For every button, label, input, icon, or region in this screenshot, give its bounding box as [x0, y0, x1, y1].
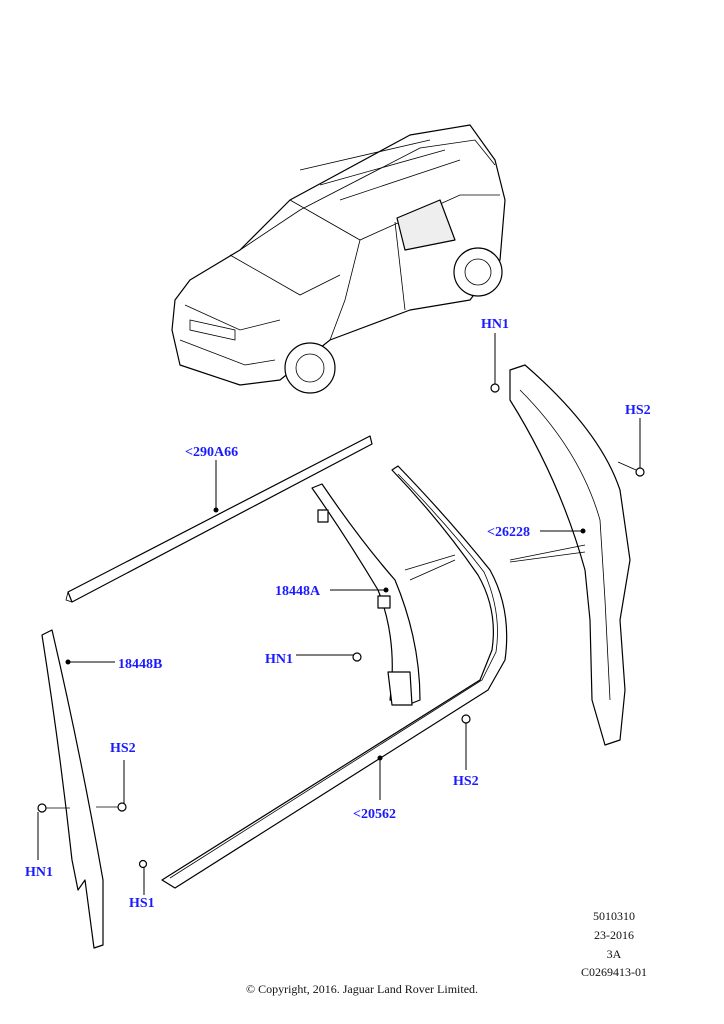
- callout-18448a: 18448A: [275, 584, 321, 599]
- copyright-notice: © Copyright, 2016. Jaguar Land Rover Lim…: [245, 982, 479, 996]
- illustration-id: C0269413-01: [581, 965, 647, 979]
- fasteners: [138, 652, 471, 895]
- callout-hs2-bottom: HS2: [453, 774, 479, 789]
- callout-18448b: 18448B: [118, 657, 162, 672]
- callout-hs1: HS1: [129, 896, 155, 911]
- reference-number: 5010310: [593, 909, 635, 923]
- callout-20562: <20562: [353, 807, 396, 822]
- part-26228: [490, 333, 645, 746]
- callout-hn1-left: HN1: [25, 865, 53, 880]
- reference-code: 3A: [606, 947, 622, 961]
- part-18448b: [37, 629, 127, 949]
- callout-hn1-mid: HN1: [265, 652, 293, 667]
- callout-hs2-top: HS2: [625, 403, 651, 418]
- callout-26228: <26228: [487, 525, 530, 540]
- part-290a66: [65, 435, 373, 603]
- reference-date: 23-2016: [594, 928, 634, 942]
- vehicle-illustration: [171, 124, 506, 394]
- part-20562: [161, 465, 508, 889]
- callout-290a66: <290A66: [185, 445, 238, 460]
- callout-hn1-top: HN1: [481, 317, 509, 332]
- part-18448a: [311, 483, 421, 706]
- callout-hs2-left: HS2: [110, 741, 136, 756]
